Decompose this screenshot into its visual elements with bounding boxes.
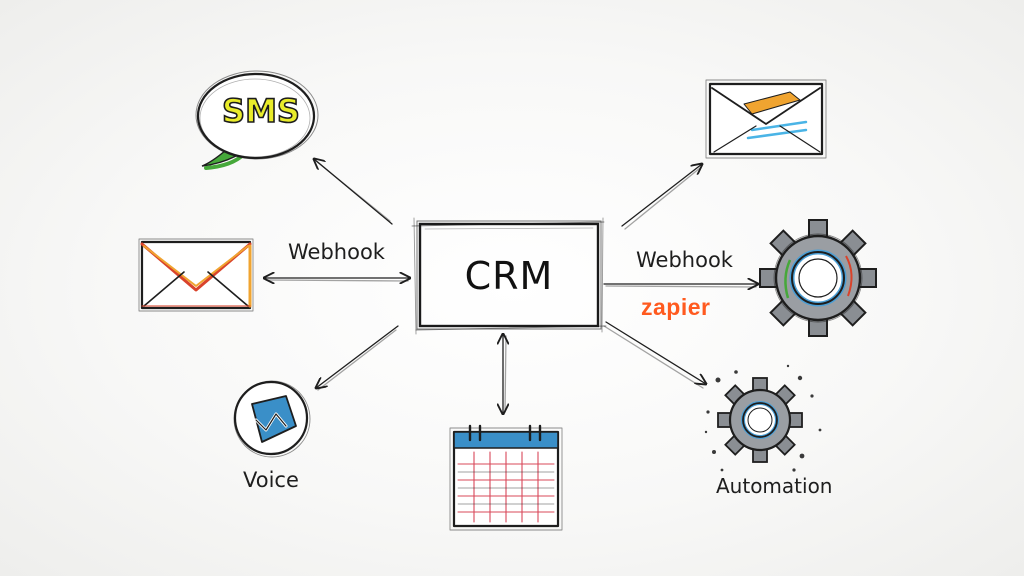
calendar-icon bbox=[449, 424, 563, 531]
voice-message-icon bbox=[233, 380, 311, 458]
automation-gear-icon bbox=[717, 377, 803, 463]
edge-crm-to-voice bbox=[316, 325, 399, 388]
automation-sparkle-dots bbox=[704, 364, 822, 472]
sms-speech-bubble-icon bbox=[195, 70, 319, 170]
zapier-logo: zapier bbox=[641, 294, 711, 320]
edge-crm-to-automation bbox=[605, 321, 706, 384]
edge-label-webhook-right: Webhook bbox=[636, 248, 733, 272]
edge-crm-to-email-top-right bbox=[621, 164, 702, 227]
edge-label-webhook-left: Webhook bbox=[288, 240, 385, 264]
sms-label: SMS bbox=[221, 91, 301, 131]
open-envelope-icon bbox=[705, 79, 827, 159]
edge-crm-to-sms bbox=[314, 159, 393, 225]
envelope-icon bbox=[138, 238, 254, 312]
crm-hub-label: CRM bbox=[464, 254, 554, 298]
crm-hub-box bbox=[411, 217, 607, 335]
voice-label: Voice bbox=[243, 468, 299, 492]
automation-label: Automation bbox=[716, 474, 833, 498]
gear-icon bbox=[759, 219, 877, 337]
